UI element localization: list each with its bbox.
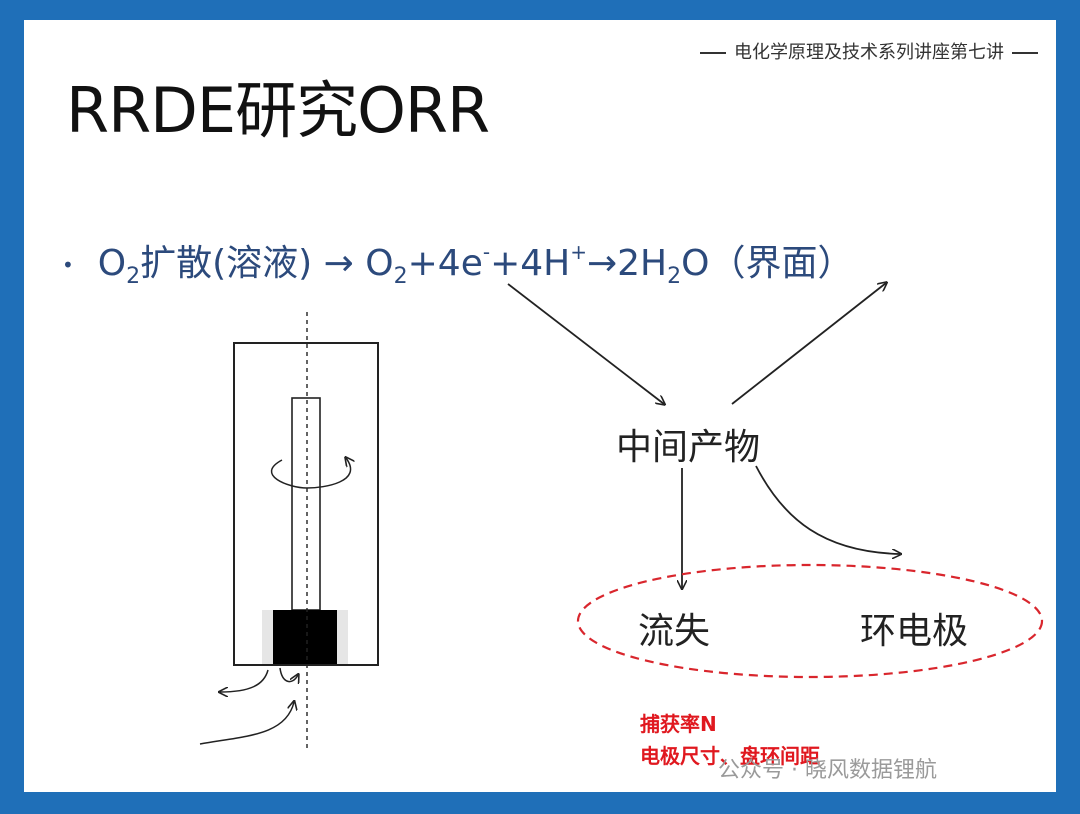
eq-o2: O [365,243,394,284]
series-header: 电化学原理及技术系列讲座第七讲 [692,38,1046,64]
collection-ellipse [576,563,1044,679]
eq-o-water: O [681,243,710,284]
watermark: 公众号 · 晓风数据锂航 [718,758,937,783]
flow-arrow-left-icon [220,669,269,692]
eq-sub-2: 2 [126,264,141,289]
arrow-to-water-icon [731,283,886,405]
dash-left [700,52,726,54]
capture-note: 捕获率N 电极尺寸、盘环间距 [640,708,820,772]
reaction-equation: •O2扩散(溶液) → O2+4e-+4H+→2H2O（界面） [62,234,853,289]
dash-right [1012,52,1038,54]
eq-plus: + [570,240,587,264]
eq-o: O [97,243,127,284]
loss-label: 流失 [638,611,711,652]
arrow-to-intermediate-icon [507,283,664,404]
eq-interface: （界面） [709,243,854,284]
eq-minus: - [482,240,491,264]
eq-plus-4h: +4H [490,243,571,284]
bullet: • [62,253,74,277]
electrode-shaft [291,397,321,611]
eq-diffusion: 扩散(溶液) → [140,243,354,284]
arrow-to-ring-icon [755,465,900,554]
flow-arrow-up-icon [199,702,294,745]
diagram-canvas [199,20,1044,750]
slide: 电化学原理及技术系列讲座第七讲 RRDE研究ORR •O2扩散(溶液) → O2… [24,20,1056,792]
eq-sub-2c: 2 [667,264,682,289]
rotation-arrow-icon [270,458,351,489]
ring-electrode-label: 环电极 [860,611,969,652]
eq-arrow-2h: →2H [586,243,668,284]
eq-plus-4e: +4e [407,243,483,284]
eq-sub-2b: 2 [393,264,408,289]
slide-title: RRDE研究ORR [66,74,490,147]
disk-electrode [273,610,337,664]
intermediate-label: 中间产物 [616,427,761,468]
note-geometry: 电极尺寸、盘环间距 [640,744,820,768]
flow-arrow-inner-icon [279,667,298,682]
note-collection-efficiency: 捕获率N [640,712,717,736]
series-text: 电化学原理及技术系列讲座第七讲 [734,42,1004,63]
